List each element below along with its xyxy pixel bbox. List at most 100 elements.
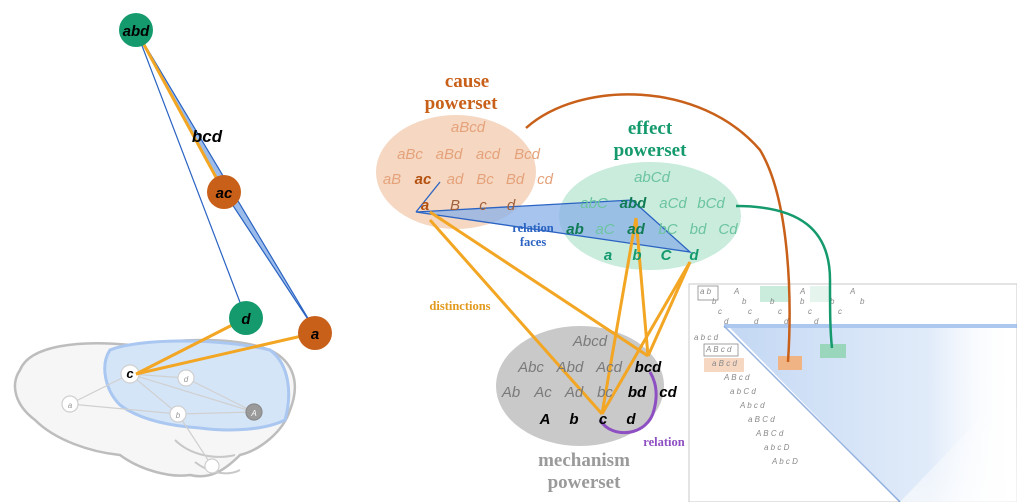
brain-node-d: d	[177, 369, 195, 387]
svg-text:d: d	[754, 317, 759, 326]
cause-caption-1: cause	[445, 71, 489, 92]
node-d-label: d	[241, 311, 251, 328]
cause-term: cd	[537, 171, 554, 188]
cause-ellipse	[376, 115, 536, 229]
effect-term: a	[604, 247, 612, 264]
node-d: d	[229, 301, 263, 335]
node-a-label: a	[311, 326, 319, 343]
svg-text:A b c d: A b c d	[739, 401, 765, 410]
node-a: a	[298, 316, 332, 350]
svg-text:b: b	[830, 297, 835, 306]
node-abd-label: abd	[123, 23, 151, 40]
brain-node-d-label: d	[184, 375, 189, 384]
svg-text:d: d	[784, 317, 789, 326]
cause-term: ac	[415, 171, 432, 188]
mechanism-term: c	[599, 411, 608, 428]
mechanism-term: bc	[597, 384, 613, 401]
mechanism-term: Ac	[533, 384, 552, 401]
cause-term: ad	[447, 171, 464, 188]
svg-text:A: A	[733, 287, 739, 296]
mechanism-term: b	[569, 411, 578, 428]
brain-node-a-label: a	[68, 401, 73, 410]
cause-term: Bcd	[514, 146, 541, 163]
relation-faces-label-2: faces	[520, 235, 547, 249]
cause-term: d	[507, 197, 516, 214]
mechanism-ellipse	[496, 326, 664, 446]
relation-face	[415, 199, 693, 253]
brain-sketch: a d b A c	[13, 338, 297, 478]
mechanism-term: Abd	[556, 359, 584, 376]
svg-text:a b C d: a b C d	[730, 387, 756, 396]
cause-term: acd	[476, 146, 501, 163]
effect-caption-2: powerset	[614, 140, 687, 161]
mechanism-term: bcd	[635, 359, 663, 376]
svg-text:b: b	[770, 297, 775, 306]
cause-term: aBcd	[451, 119, 486, 136]
effect-term: aC	[595, 221, 614, 238]
effect-connector	[735, 204, 834, 349]
brain-node-A-label: A	[250, 409, 256, 418]
svg-text:b: b	[712, 297, 717, 306]
effect-term: ab	[566, 221, 584, 238]
brain-node-b: b	[169, 405, 187, 423]
effect-caption-1: effect	[628, 118, 673, 139]
relation-curve	[598, 371, 658, 435]
svg-text:b: b	[800, 297, 805, 306]
node-ac: ac	[207, 175, 241, 209]
effect-term: ad	[627, 221, 645, 238]
effect-term: abd	[620, 195, 648, 212]
svg-text:a B c d: a B c d	[712, 359, 737, 368]
mechanism-term: Abcd	[572, 333, 608, 350]
svg-text:c: c	[808, 307, 812, 316]
brain-node-c: c	[120, 364, 140, 384]
svg-text:a b: a b	[700, 287, 712, 296]
effect-term: bCd	[697, 195, 725, 212]
effect-term: d	[689, 247, 699, 264]
svg-text:d: d	[814, 317, 819, 326]
effect-term: C	[661, 247, 673, 264]
cause-term: B	[450, 197, 460, 214]
svg-text:a b c d: a b c d	[694, 333, 719, 342]
svg-text:A B c d: A B c d	[705, 345, 732, 354]
mechanism-term: cd	[659, 384, 677, 401]
effect-term: abCd	[634, 169, 671, 186]
mechanism-term: Acd	[595, 359, 623, 376]
cause-term: aBd	[436, 146, 463, 163]
mechanism-terms: Abcd Abc Abd Acd bcd Ab Ac Ad bc bd cd A…	[501, 333, 678, 428]
svg-text:b: b	[742, 297, 747, 306]
mechanism-term: A	[539, 411, 551, 428]
mechanism-term: bd	[628, 384, 647, 401]
cause-connector	[525, 93, 791, 363]
effect-term: bC	[658, 221, 677, 238]
cause-term: aB	[383, 171, 401, 188]
cause-term: a	[421, 197, 429, 214]
svg-text:d: d	[724, 317, 729, 326]
node-abd: abd	[119, 13, 153, 47]
svg-text:A: A	[849, 287, 855, 296]
relation-label: relation	[643, 435, 684, 449]
effect-terms: abCd abC abd aCd bCd ab aC ad bC bd Cd a…	[566, 169, 738, 264]
mechanism-term: Ab	[501, 384, 520, 401]
svg-text:c: c	[778, 307, 782, 316]
distinctions-label: distinctions	[429, 299, 490, 313]
brain-node-j	[204, 458, 220, 474]
cause-term: aBc	[397, 146, 423, 163]
svg-text:A B c d: A B c d	[723, 373, 750, 382]
svg-text:A B C d: A B C d	[755, 429, 784, 438]
left-relation-graph: bcd abd ac d a	[119, 13, 332, 376]
effect-term: b	[632, 247, 641, 264]
brain-node-c-label: c	[126, 366, 134, 381]
brain-node-b-label: b	[176, 411, 181, 420]
distinction-lines	[428, 210, 692, 415]
effect-term: bd	[690, 221, 707, 238]
mechanism-term: d	[626, 411, 636, 428]
cause-term: c	[479, 197, 487, 214]
brain-node-a: a	[61, 395, 79, 413]
svg-text:c: c	[718, 307, 722, 316]
mechanism-caption-2: powerset	[548, 472, 621, 493]
cause-term: Bd	[506, 171, 525, 188]
svg-text:A b c D: A b c D	[771, 457, 798, 466]
